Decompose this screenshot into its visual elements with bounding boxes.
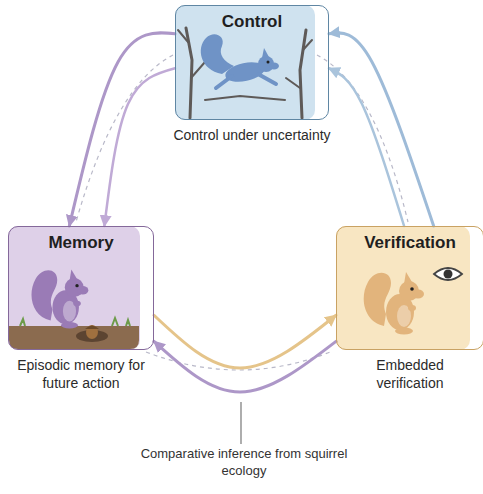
control-box: ControlControl under uncertainty (175, 5, 329, 120)
box-caption: Episodic memory for future action (8, 357, 154, 392)
box-heading: Control (176, 6, 328, 32)
box-heading: Memory (9, 227, 153, 253)
verification-box: VerificationEmbedded verification (336, 226, 483, 350)
cycle-arrow (154, 341, 336, 392)
box-heading: Verification (337, 227, 483, 253)
note-label: Comparative inference from squirrel ecol… (131, 446, 357, 480)
memory-squirrel (31, 270, 88, 329)
dashed-guides (76, 55, 408, 370)
cycle-arrow (104, 68, 175, 226)
leaping-squirrel (201, 34, 279, 88)
leader-line (240, 402, 241, 444)
box-caption: Control under uncertainty (147, 127, 357, 145)
cycle-arrow (69, 33, 175, 226)
tree-branches (178, 28, 312, 118)
acorn (85, 325, 99, 339)
cycle-arrow (329, 68, 404, 226)
memory-box: MemoryEpisodic memory for future action (8, 226, 154, 350)
verification-squirrel (364, 272, 424, 335)
eye-icon (434, 268, 462, 280)
box-caption: Embedded verification (354, 357, 466, 392)
cycle-arrow (329, 33, 434, 226)
